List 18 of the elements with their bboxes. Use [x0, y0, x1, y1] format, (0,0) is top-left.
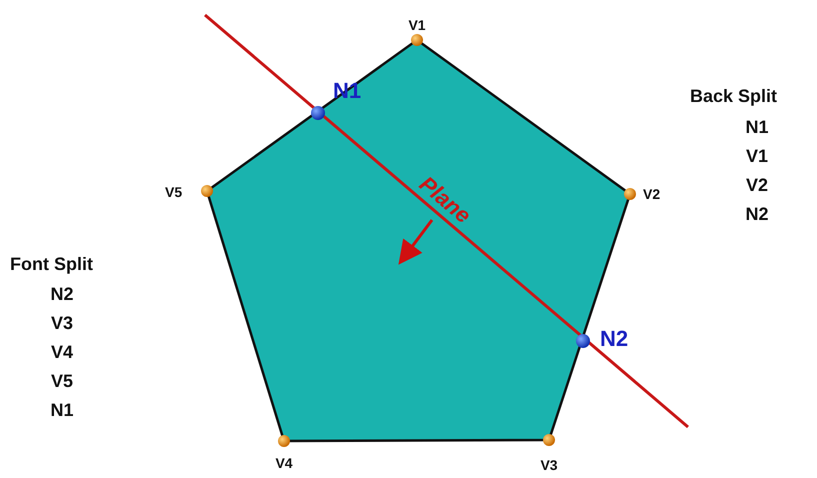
vertex-label: V5 — [165, 185, 182, 199]
list-heading: Font Split — [10, 255, 93, 273]
list-heading: Back Split — [690, 87, 778, 105]
intersection-label: N1 — [333, 80, 362, 102]
vertex-label: V4 — [275, 456, 293, 470]
vertex-label: V3 — [540, 458, 558, 472]
list-item: V1 — [746, 147, 768, 165]
list-item: N2 — [746, 205, 768, 223]
vertex-label: V1 — [408, 18, 426, 32]
list-item: V4 — [50, 343, 74, 361]
list-item: V5 — [50, 372, 74, 390]
vertex-label: V2 — [643, 187, 660, 201]
list-item: V2 — [746, 176, 768, 194]
intersection-label: N2 — [600, 328, 628, 350]
list-item: N2 — [50, 285, 74, 303]
list-item: N1 — [746, 118, 768, 136]
list-item: N1 — [50, 401, 74, 419]
list-item: V3 — [50, 314, 74, 332]
